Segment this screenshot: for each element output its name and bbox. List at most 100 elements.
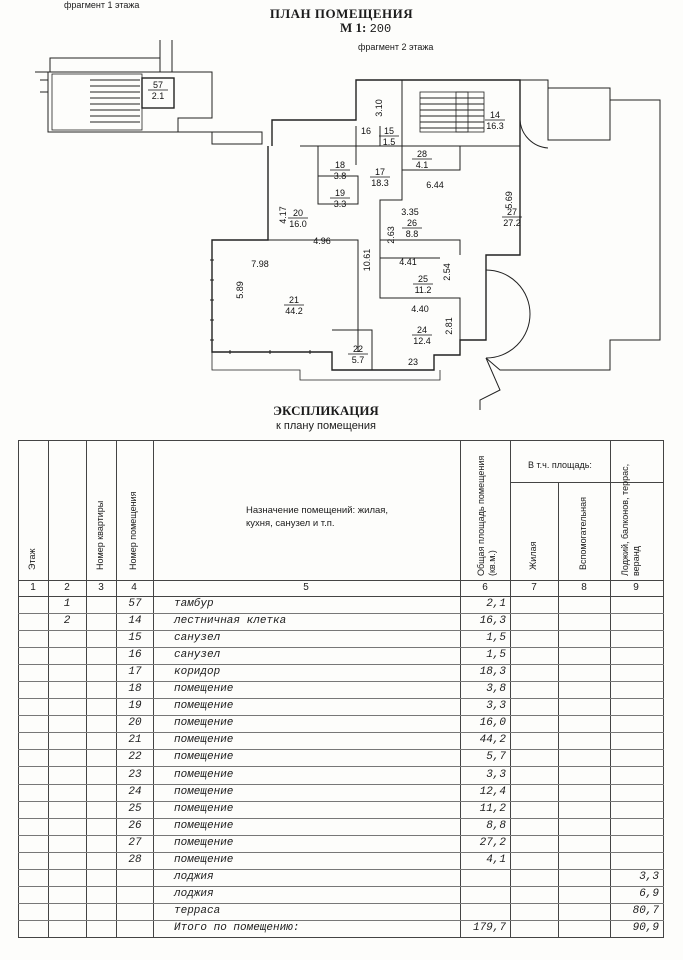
row-room-number: 21 <box>128 734 142 747</box>
plan-dimension: 3.10 <box>374 99 384 117</box>
row-purpose: помещение <box>174 819 234 832</box>
table-row: 20 помещение 16,0 <box>18 715 664 734</box>
header-room: Номер помещения <box>128 491 138 570</box>
row-divider <box>18 681 664 683</box>
row-room-number: 17 <box>128 666 142 679</box>
row-purpose: помещение <box>174 734 234 747</box>
row-purpose: помещение <box>174 751 234 764</box>
row-divider <box>18 732 664 734</box>
row-divider <box>18 885 664 887</box>
header-total-area: Общая площадь помещения (кв.м.) <box>476 448 498 576</box>
table-top-border <box>18 440 664 441</box>
row-divider <box>18 630 664 632</box>
row-total-area: 16,0 <box>479 717 506 730</box>
plan-room-area-27: 27.2 <box>503 218 521 228</box>
row-divider <box>18 868 664 870</box>
col-divider-4 <box>153 440 154 938</box>
plan-room-number-20: 20 <box>293 208 303 218</box>
col-divider-7 <box>558 482 559 938</box>
row-loggia-area: 6,9 <box>639 887 659 900</box>
row-total-area: 11,2 <box>479 802 506 815</box>
row-purpose: тамбур <box>174 598 214 610</box>
row-purpose: лоджия <box>174 887 214 900</box>
row-room-number: 19 <box>128 700 142 713</box>
plan-dimension: 5.89 <box>235 281 245 299</box>
scale-label: М 1: <box>340 20 367 35</box>
column-number: 6 <box>482 582 488 593</box>
column-number: 4 <box>131 582 137 593</box>
column-number: 9 <box>633 582 639 593</box>
header-incl: В т.ч. площадь: <box>528 460 592 470</box>
plan-room-number-24: 24 <box>417 325 427 335</box>
header-purpose: Назначение помещений: жилая, кухня, сану… <box>246 505 389 529</box>
row-divider <box>18 817 664 819</box>
plan-title: ПЛАН ПОМЕЩЕНИЯ <box>269 6 414 21</box>
row-total-area: 44,2 <box>479 734 506 747</box>
header-living: Жилая <box>528 541 538 570</box>
plan-dimension: 4.17 <box>278 206 288 224</box>
row-total-area: 1,5 <box>486 649 506 662</box>
row-purpose: помещение <box>174 700 234 713</box>
plan-room-area-15: 1.5 <box>383 137 396 147</box>
header-auxiliary: Вспомогательная <box>578 497 588 570</box>
row-room-number: 23 <box>128 768 142 781</box>
header-total-area-text: Общая площадь помещения (кв.м.) <box>476 455 497 576</box>
row-room-number: 20 <box>128 717 142 730</box>
row-total-area: 16,3 <box>479 615 506 628</box>
scale-value: 200 <box>369 22 392 36</box>
col-divider-8 <box>610 440 611 938</box>
row-total-area: 8,8 <box>486 819 506 832</box>
plan-dimension: 2.54 <box>442 263 452 281</box>
header-apartment: Номер квартиры <box>95 500 105 570</box>
col-divider-1 <box>48 440 49 938</box>
row-total-area: 179,7 <box>472 921 506 934</box>
plan-room-number-26: 26 <box>407 218 417 228</box>
table-row: 21 помещение 44,2 <box>18 732 664 751</box>
plan-room-area-21: 44.2 <box>285 306 303 316</box>
header-floor: Этаж <box>27 548 37 570</box>
explication-subtitle: к плану помещения <box>276 420 376 432</box>
row-room-number: 22 <box>128 751 142 764</box>
fragment-1-label: фрагмент 1 этажа <box>64 0 140 10</box>
table-header-bottom <box>18 580 664 581</box>
row-total-area: 18,3 <box>479 666 506 679</box>
row-room-number: 24 <box>128 785 142 798</box>
row-total-area: 27,2 <box>479 836 506 849</box>
row-purpose: коридор <box>174 666 221 679</box>
plan-room-area-18: 3.8 <box>334 171 347 181</box>
row-room-number: 28 <box>128 853 142 866</box>
explication-title: ЭКСПЛИКАЦИЯ <box>273 403 379 418</box>
row-purpose: помещение <box>174 717 234 730</box>
row-divider <box>18 749 664 751</box>
row-divider <box>18 647 664 649</box>
plan-room-number-18: 18 <box>335 160 345 170</box>
plan-room-number-21: 21 <box>289 295 299 305</box>
row-divider <box>18 800 664 802</box>
plan-room-number-14: 14 <box>490 110 500 120</box>
row-room-number: 15 <box>128 632 142 645</box>
row-divider <box>18 698 664 700</box>
table-row: 17 коридор 18,3 <box>18 664 664 683</box>
row-loggia-area: 3,3 <box>639 870 659 883</box>
plan-dimension: 4.96 <box>313 236 331 246</box>
row-total-area: 3,3 <box>486 700 506 713</box>
plan-room-number-23: 23 <box>408 357 418 367</box>
row-purpose: Итого по помещению: <box>174 921 300 934</box>
plan-room-area-24: 12.4 <box>413 336 431 346</box>
row-room-number: 25 <box>128 802 142 815</box>
row-purpose: санузел <box>174 649 221 662</box>
plan-dimension: 2.81 <box>444 317 454 335</box>
row-divider <box>18 834 664 836</box>
row-room-number: 27 <box>128 836 142 849</box>
row-room-number: 26 <box>128 819 142 832</box>
plan-room-number-16: 16 <box>361 126 371 136</box>
row-purpose: помещение <box>174 683 234 696</box>
floor-plan: 572.11416.3151.5161718.3183.8193.32016.0… <box>35 40 661 410</box>
plan-room-number-22: 22 <box>353 344 363 354</box>
plan-dimension: 4.41 <box>399 257 417 267</box>
